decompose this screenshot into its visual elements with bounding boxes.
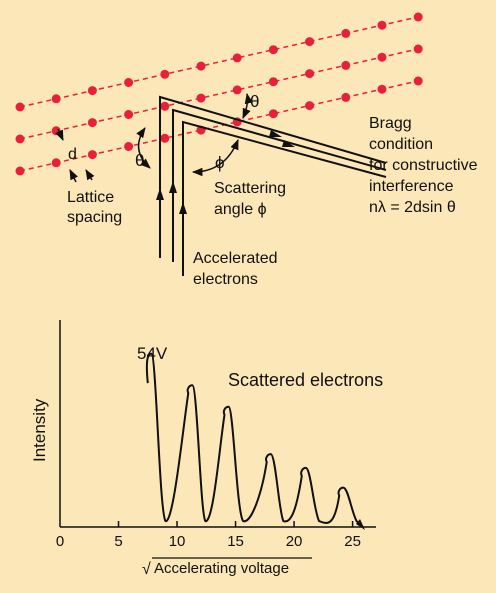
lattice-atom [377, 20, 387, 30]
lattice-atom [305, 37, 315, 47]
lattice-atom [160, 101, 170, 111]
theta-arc [136, 127, 151, 169]
lattice-atom [232, 53, 242, 63]
lattice-atom [377, 52, 387, 62]
spacing-arrow [55, 128, 64, 141]
arrowhead [169, 181, 177, 193]
lattice-atom [87, 86, 97, 96]
theta-left-label: θ [135, 151, 144, 170]
intensity-curve [145, 352, 363, 527]
arrowhead [269, 130, 282, 137]
bragg-label-2: condition [369, 136, 433, 153]
curve-arrowhead [356, 519, 365, 530]
beam-path [172, 108, 387, 262]
lattice-atom [268, 45, 278, 55]
lattice-atom [124, 78, 134, 87]
lattice-label-pointer [85, 169, 95, 181]
lattice-atom [160, 133, 170, 143]
lattice-atom [15, 134, 25, 144]
lattice-atom [51, 158, 61, 168]
lattice-atom [124, 110, 134, 119]
intensity-chart: 0 5 10 15 20 25 Intensity 54V Scattered elect… [30, 320, 383, 578]
bragg-label-3: for constructive [369, 157, 478, 174]
phi-label: ϕ [215, 153, 225, 172]
accelerated-label-1: Accelerated [193, 250, 278, 267]
lattice-label-2: spacing [67, 209, 122, 226]
arrowhead [179, 202, 187, 214]
accelerated-label-2: electrons [193, 271, 258, 288]
incoming-arrowheads [156, 181, 187, 214]
x-tick-label: 0 [56, 533, 64, 550]
lattice-atom [51, 94, 61, 104]
crystal-lattice [15, 12, 423, 176]
lattice-atom [87, 118, 97, 128]
x-tick-label: 25 [344, 533, 361, 550]
lattice-atom [268, 109, 278, 119]
lattice-atoms [15, 12, 423, 176]
bragg-label-5: nλ = 2dsin θ [369, 199, 456, 216]
x-ticks: 0 5 10 15 20 25 [56, 521, 361, 550]
lattice-atom [268, 77, 278, 87]
lattice-atom [196, 93, 206, 103]
x-tick-label: 10 [169, 533, 186, 550]
lattice-atom [15, 102, 25, 112]
lattice-atom [196, 61, 206, 71]
theta-top-label: θ [250, 92, 259, 111]
scattering-label-2: angle ϕ [214, 201, 267, 218]
lattice-atom [413, 76, 423, 86]
phi-arc [191, 139, 239, 177]
lattice-atom [15, 166, 25, 176]
x-axis-label: Accelerating voltage [154, 560, 289, 577]
arrowhead [156, 188, 164, 200]
scattering-label-1: Scattering [214, 180, 286, 197]
lattice-atom [341, 28, 351, 38]
spacing-arrow [69, 169, 78, 183]
lattice-label-1: Lattice [67, 189, 114, 206]
peak-label: 54V [137, 344, 168, 363]
x-tick-label: 20 [286, 533, 303, 550]
series-label: Scattered electrons [228, 370, 383, 390]
bragg-label-1: Bragg [369, 115, 412, 132]
y-axis-label: Intensity [30, 398, 49, 462]
outgoing-arrowheads [269, 130, 295, 147]
lattice-atom [305, 101, 315, 111]
spacing-marker [55, 128, 78, 183]
lattice-atom [160, 69, 170, 79]
lattice-atom [413, 12, 423, 22]
beam-path [182, 120, 387, 276]
x-axis-radical: √ [142, 561, 151, 578]
lattice-atom [413, 44, 423, 54]
lattice-atom [341, 92, 351, 102]
d-label: d [68, 146, 77, 163]
electron-beams [159, 95, 387, 276]
theta-top-arc [242, 92, 253, 119]
lattice-atom [305, 69, 315, 79]
lattice-atom [377, 84, 387, 94]
lattice-atom [232, 85, 242, 95]
lattice-atom [87, 150, 97, 160]
lattice-atom [124, 142, 134, 151]
lattice-atom [341, 60, 351, 70]
x-tick-label: 5 [114, 533, 122, 550]
bragg-label-4: interference [369, 178, 454, 195]
arrowhead [282, 140, 295, 147]
beam-path [159, 95, 387, 258]
x-tick-label: 15 [227, 533, 244, 550]
